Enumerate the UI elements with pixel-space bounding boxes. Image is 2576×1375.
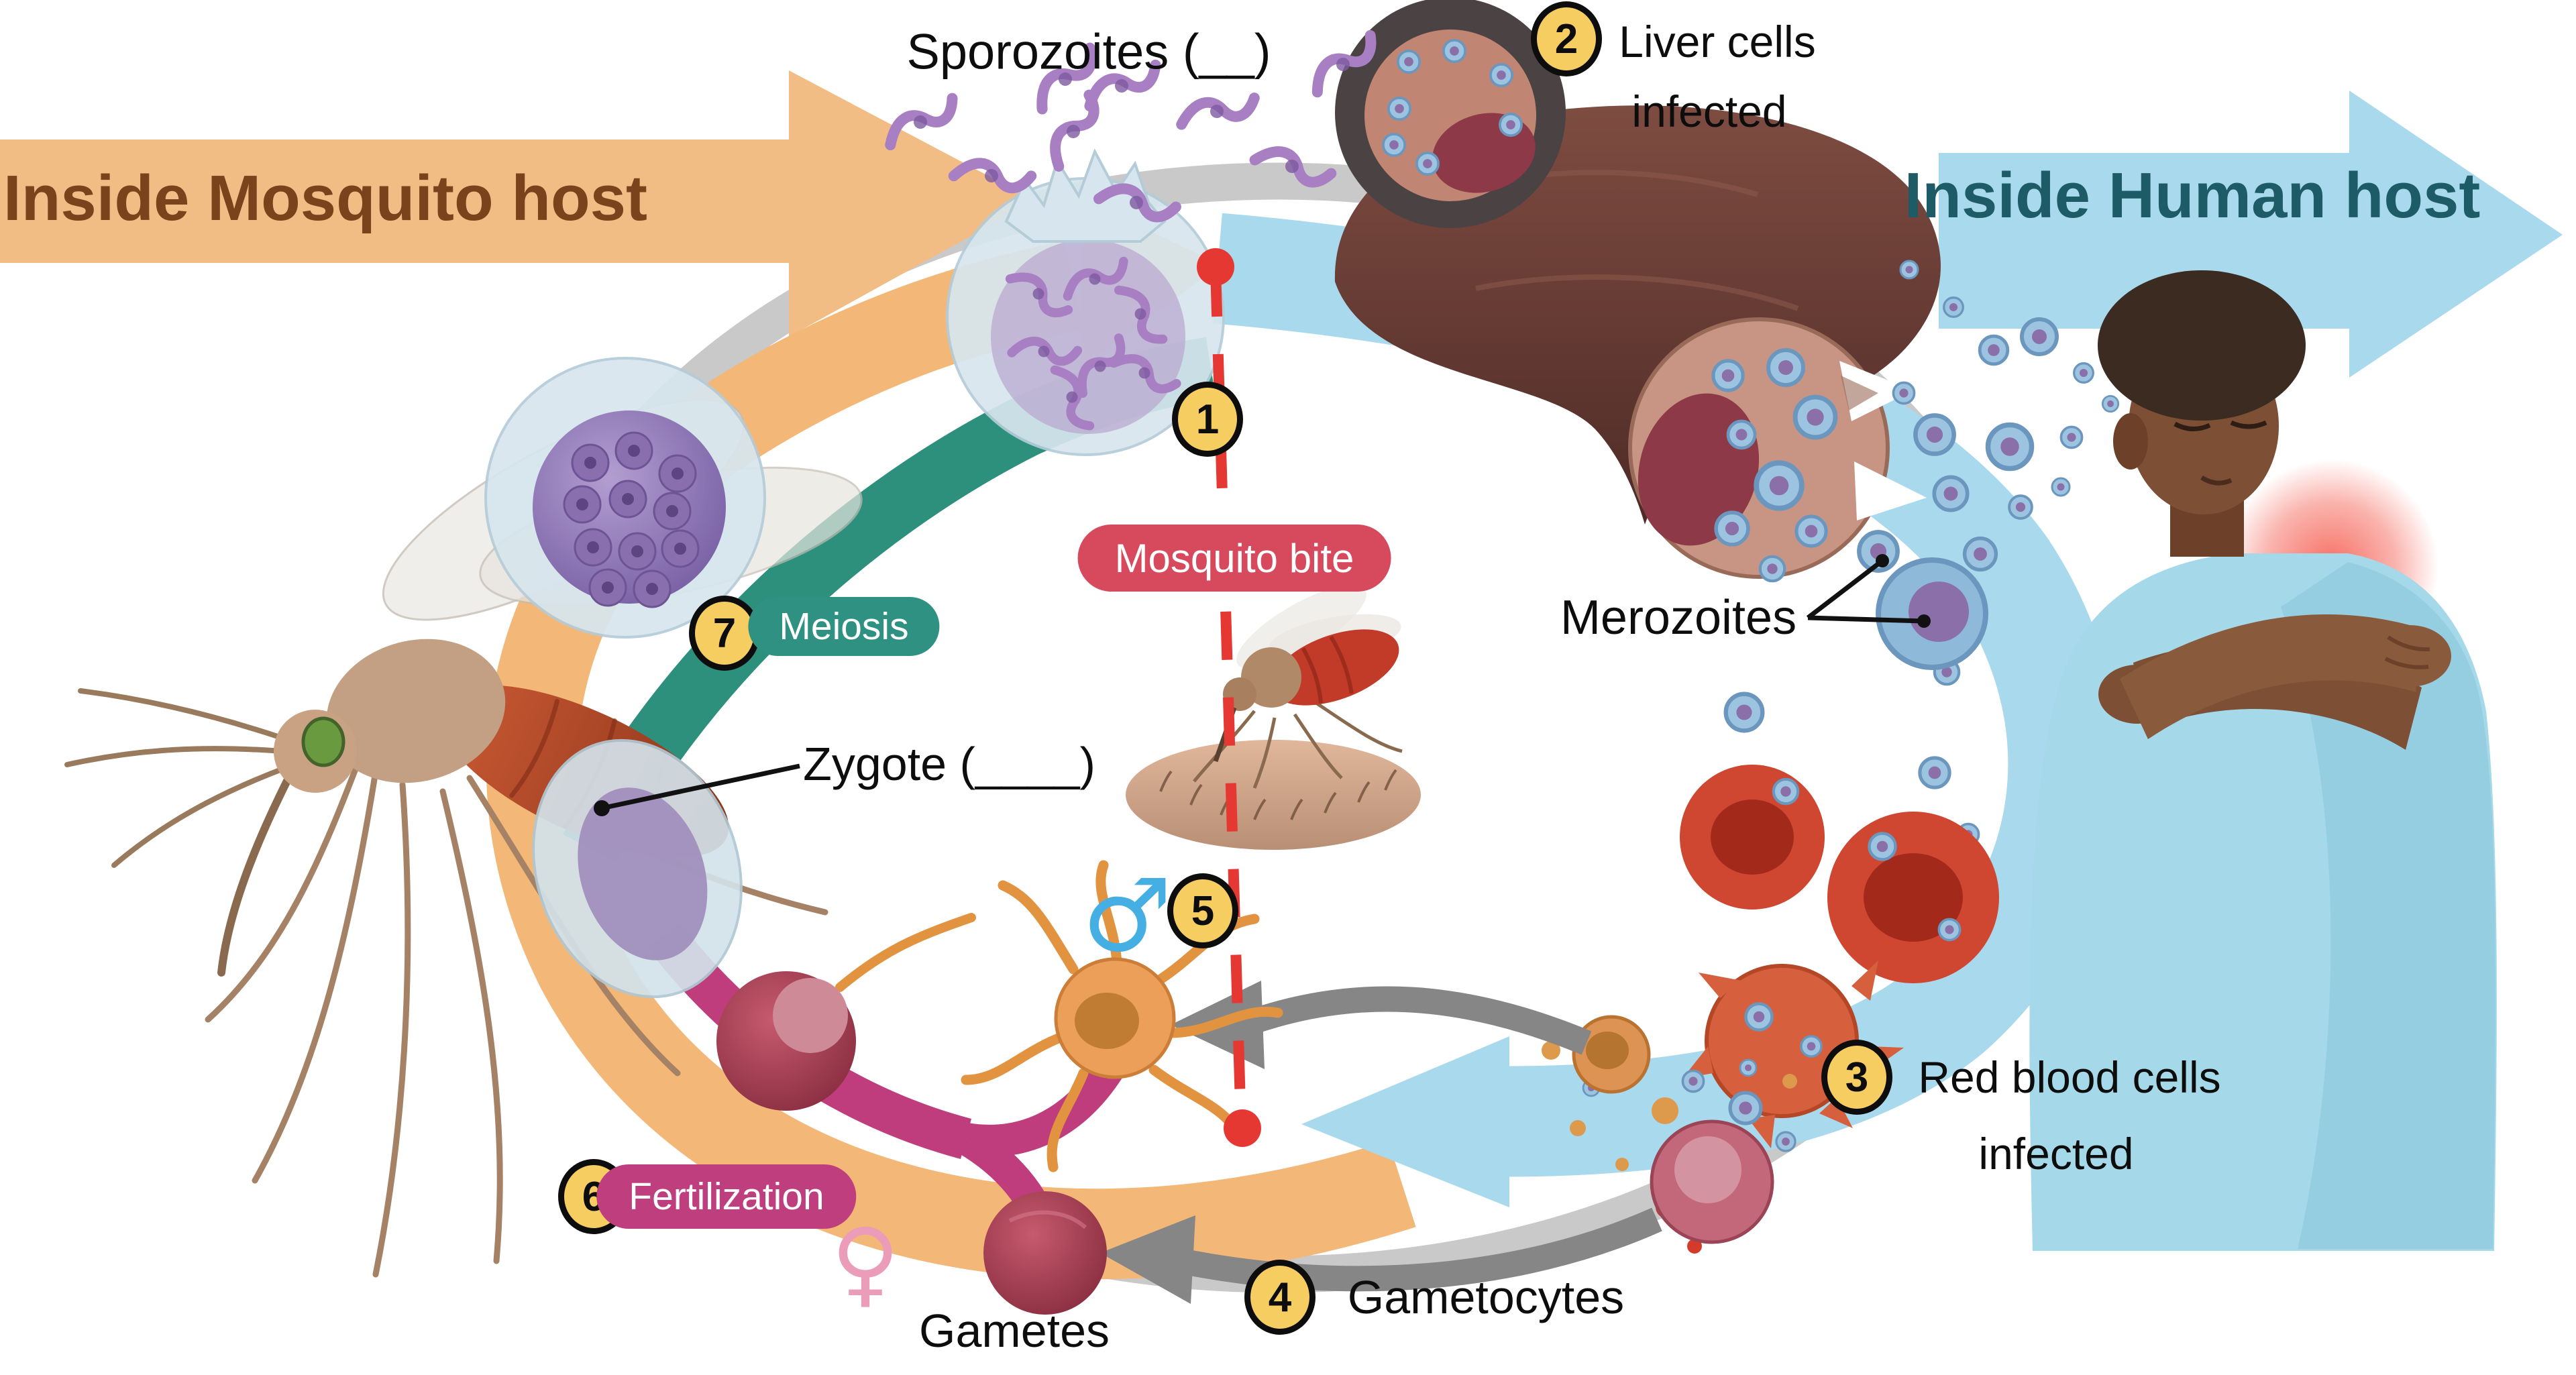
fertilization-pill: Fertilization xyxy=(596,1164,857,1229)
stage-4-badge: 4 xyxy=(1244,1260,1316,1335)
merozoites-label: Merozoites xyxy=(1560,591,1797,645)
human-host-title: Inside Human host xyxy=(1904,160,2481,231)
stage-1-badge: 1 xyxy=(1172,382,1243,457)
stage-2-badge: 2 xyxy=(1531,1,1602,76)
mosquito-host-arrow xyxy=(0,70,1035,337)
mosquito-bite-pill: Mosquito bite xyxy=(1077,525,1391,592)
sporozoites-label: Sporozoites (__) xyxy=(906,23,1271,80)
merozoites-leader-lines xyxy=(1806,554,1931,628)
bursting-liver-cell xyxy=(1628,317,1927,581)
meiosis-pill: Meiosis xyxy=(748,597,940,656)
liver-infected-label-line1: Liver cells xyxy=(1619,17,1816,66)
gametocytes-label: Gametocytes xyxy=(1347,1271,1625,1323)
zygote-cell xyxy=(532,738,743,999)
fertilizing-cell xyxy=(716,913,976,1111)
red-blood-cells xyxy=(1542,765,1999,1254)
rbc-infected-label-line1: Red blood cells xyxy=(1918,1052,2221,1102)
stage-7-badge: 7 xyxy=(689,596,760,671)
gametes-label: Gametes xyxy=(919,1305,1110,1357)
oocyst-mature xyxy=(484,357,766,639)
rbc-infected-label-line2: infected xyxy=(1978,1129,2134,1178)
female-symbol-icon: ♀ xyxy=(830,1209,900,1318)
stage-5-badge: 5 xyxy=(1167,873,1238,948)
mosquito-host-title: Inside Mosquito host xyxy=(3,162,647,234)
liver-infected-label-line2: infected xyxy=(1631,87,1787,136)
human-host-arrow xyxy=(1939,91,2563,378)
zygote-leader-line xyxy=(594,763,800,816)
male-symbol-icon: ♂ xyxy=(1081,858,1173,975)
zygote-label: Zygote (____) xyxy=(803,738,1095,790)
mosquito-bite-illustration xyxy=(1126,585,1421,850)
oocyst-bursting xyxy=(946,63,1225,456)
human-host-illustration xyxy=(2029,270,2497,1251)
stage-3-badge: 3 xyxy=(1821,1040,1892,1115)
infected-liver-cell-magnifier xyxy=(1335,0,1566,228)
female-gamete-cell xyxy=(983,1191,1107,1315)
bite-dashed-line xyxy=(1197,248,1261,1147)
gametocyte-cells xyxy=(1572,1015,1774,1244)
